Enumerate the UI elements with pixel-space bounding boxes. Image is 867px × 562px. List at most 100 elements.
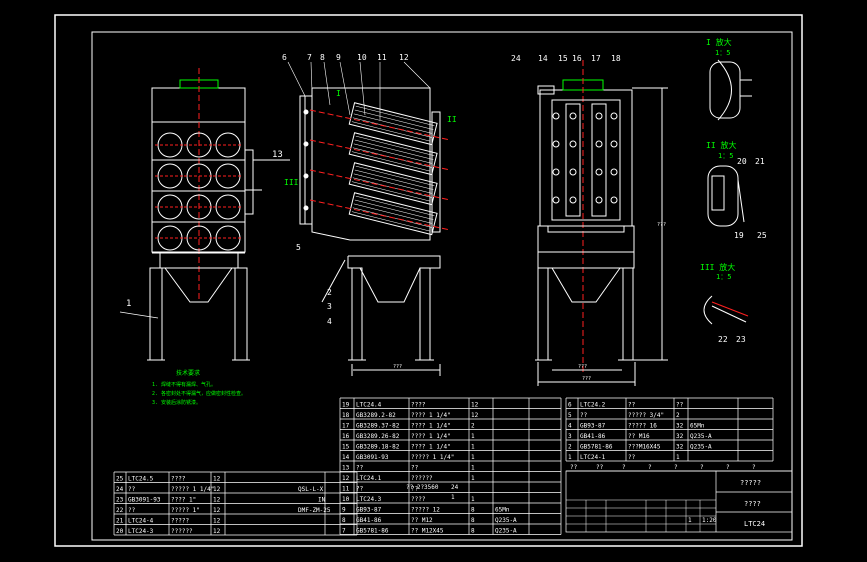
right-callout: 15 [558,54,568,63]
side-callout: 11 [377,53,387,62]
bom-mid-extra-qty: 24 [451,484,459,491]
bom-mid-extra-qty2: 1 [451,494,455,501]
table-cell: ?????? [171,528,193,535]
table-cell: 16 [342,433,350,440]
table-cell: GB41-86 [356,517,382,524]
side-callout: 7 [307,53,312,62]
table-cell: 12 [471,402,479,409]
table-cell: ?? [580,412,588,419]
right-callout: 24 [511,54,521,63]
table-cell: ?? [356,486,364,493]
table-cell: 1 [471,475,475,482]
table-cell: ?????? [411,475,433,482]
table-cell: 8 [342,517,346,524]
table-cell: 1 [676,454,680,461]
table-cell: GB5781-86 [356,528,389,535]
table-cell: 4 [568,423,572,430]
detail-3-scale: 1：5 [716,273,731,281]
detail-2-scale: 1：5 [718,152,733,160]
right-dim-outer: ??? [582,376,591,382]
valve-port [595,196,603,204]
table-cell: 12 [213,507,221,514]
table-cell: 1 [471,496,475,503]
valve-port [569,196,577,204]
bom-table-left: 252423222120LTC24.5??GB3091-93??LTC24-4L… [113,471,358,536]
notes-line-2: 2. 各密封处不得漏气，应做密封性检查。 [152,390,246,397]
table-cell: GB3091-93 [128,497,161,504]
title-unit: ???? [744,500,761,508]
outer-border [54,14,803,547]
table-cell: 32 [676,423,684,430]
detail-2-callout-25: 25 [757,231,767,240]
table-cell: GB5781-86 [580,444,613,451]
table-cell: LTC24.4 [356,402,382,409]
table-cell: 12 [213,518,221,525]
valve-port [569,140,577,148]
side-view: ??? [299,87,451,376]
table-cell: ???? 1" [171,497,196,504]
table-cell: Q235-A [690,433,712,440]
table-cell: ?? [128,507,136,514]
table-cell: ?? [676,402,684,409]
table-cell: GB3289.18-82 [356,444,400,451]
table-cell: 12 [213,497,221,504]
table-cell: GB93-87 [356,507,382,514]
cartridge-axis [309,109,451,141]
bom-header-cell: ?? [596,464,604,471]
title-name: ????? [740,479,761,487]
leader-line [310,61,313,93]
front-callout-13: 13 [272,150,283,160]
side-callout: 10 [357,53,367,62]
bom-table-right: 654321LTC24.2??GB93-87GB41-86GB5781-86LT… [565,397,774,462]
table-cell: ???? [171,476,186,483]
cartridge-axis [309,169,451,201]
bom-mid-extra: ?? 2?3560 [406,484,439,491]
table-cell: 2 [676,412,680,419]
table-cell: 24 [116,486,124,493]
table-cell: ?? [628,454,636,461]
table-cell: LTC24.5 [128,476,154,483]
table-cell: 17 [342,423,350,430]
bom-left-extra: IN [318,497,326,504]
valve-port [610,196,618,204]
table-cell: 19 [342,402,350,409]
detail-2-title: II 放大 [706,140,736,150]
leader-line [339,61,351,116]
table-cell: LTC24-1 [580,454,606,461]
table-cell: 12 [471,412,479,419]
title-scale: 1:20 [702,517,717,524]
table-cell: 21 [116,518,124,525]
table-cell: ???? 1 1/4" [411,412,451,419]
table-cell: 12 [342,475,350,482]
bom-header-cell: ? [622,464,626,471]
filter-cartridge-grid [152,132,245,254]
table-cell: 7 [342,528,346,535]
table-cell: 32 [676,444,684,451]
title-drawing-no: LTC24 [744,520,765,528]
detail-1-title: I 放大 [706,37,732,47]
detail-3-title: III 放大 [700,262,735,272]
table-cell: 23 [116,497,124,504]
leader-line [403,61,431,89]
pulse-valve [303,205,309,211]
front-callout-1: 1 [126,299,131,309]
side-callout: 4 [327,317,332,326]
table-cell: ?? [628,402,636,409]
bom-left-extra: DMF-ZM-25 [298,507,331,514]
valve-port [610,112,618,120]
right-callout: 18 [611,54,621,63]
table-cell: 32 [676,433,684,440]
table-cell: ?? [411,465,419,472]
valve-port [552,168,560,176]
table-cell: 2 [568,444,572,451]
side-callout: 2 [327,288,332,297]
inclined-cartridge [348,102,438,146]
notes-heading: 技术要求 [176,369,200,377]
valve-port [610,168,618,176]
table-cell: ?? M16 [628,433,650,440]
bom-left-extra: QSL-L-X [298,486,324,493]
pulse-valve [303,141,309,147]
detail-1-scale: 1：5 [715,49,730,57]
table-cell: LTC24.1 [356,475,382,482]
